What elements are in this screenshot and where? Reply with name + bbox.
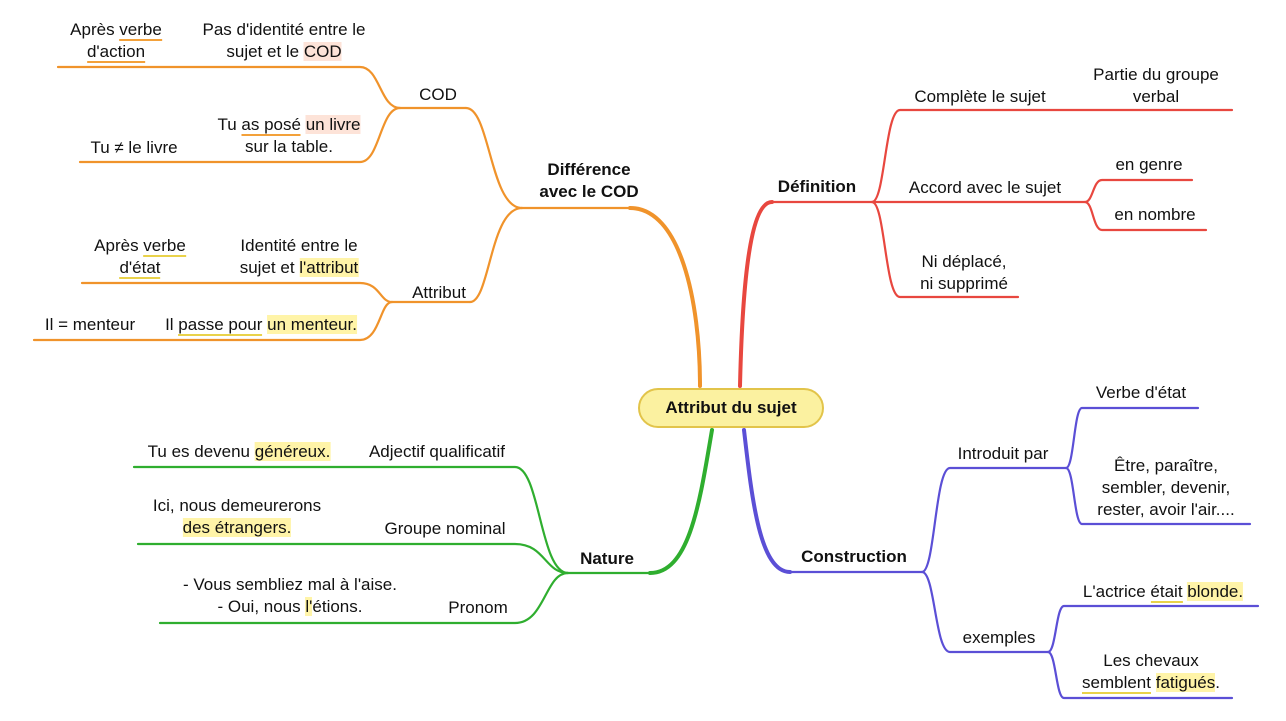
difference-branch-lines bbox=[32, 65, 702, 388]
definition-branch-lines bbox=[738, 108, 1234, 388]
construction-example-1: L'actrice était blonde. bbox=[1082, 582, 1244, 603]
attribut-apres-verbe: Après verbe d'état bbox=[94, 236, 186, 279]
attribut-label: Attribut bbox=[412, 283, 466, 302]
attribut-example: Il passe pour un menteur. bbox=[165, 315, 357, 336]
cod-apres-verbe: Après verbe d'action bbox=[70, 20, 162, 63]
definition-genre: en genre bbox=[1115, 155, 1183, 174]
construction-title: Construction bbox=[801, 547, 907, 566]
construction-introduit: Introduit par bbox=[957, 444, 1049, 463]
cod-neq: Tu ≠ le livre bbox=[90, 138, 178, 157]
definition-ni: Ni déplacé,ni supprimé bbox=[920, 252, 1008, 293]
construction-verbe-etat: Verbe d'état bbox=[1095, 383, 1187, 402]
nature-title: Nature bbox=[580, 549, 634, 568]
construction-liste: Être, paraître, sembler, devenir, rester… bbox=[1097, 456, 1235, 519]
cod-pas-identite: Pas d'identité entre le sujet et le COD bbox=[202, 20, 366, 61]
construction-branch-lines bbox=[742, 406, 1260, 700]
nature-adjectif-example: Tu es devenu généreux. bbox=[147, 442, 331, 461]
construction-example-2: Les chevaux semblent fatigués. bbox=[1082, 651, 1220, 694]
definition-nombre: en nombre bbox=[1114, 205, 1196, 224]
definition-title: Définition bbox=[777, 177, 857, 196]
cod-label: COD bbox=[419, 85, 457, 104]
attribut-identite: Identité entre le sujet et l'attribut bbox=[239, 236, 359, 277]
nature-pronom: Pronom bbox=[448, 598, 508, 617]
nature-pronom-example: - Vous sembliez mal à l'aise. - Oui, nou… bbox=[183, 575, 397, 616]
cod-example: Tu as posé un livre sur la table. bbox=[217, 115, 361, 156]
definition-complete: Complète le sujet bbox=[914, 87, 1046, 106]
nature-adjectif: Adjectif qualificatif bbox=[368, 442, 506, 461]
definition-accord: Accord avec le sujet bbox=[908, 178, 1062, 197]
nature-gn-example: Ici, nous demeurerons des étrangers. bbox=[152, 496, 322, 537]
attribut-eq: Il = menteur bbox=[44, 315, 136, 334]
central-topic: Attribut du sujet bbox=[638, 388, 824, 428]
construction-exemples: exemples bbox=[962, 628, 1036, 647]
nature-groupe-nominal: Groupe nominal bbox=[384, 519, 506, 538]
nature-branch-lines bbox=[132, 428, 714, 625]
